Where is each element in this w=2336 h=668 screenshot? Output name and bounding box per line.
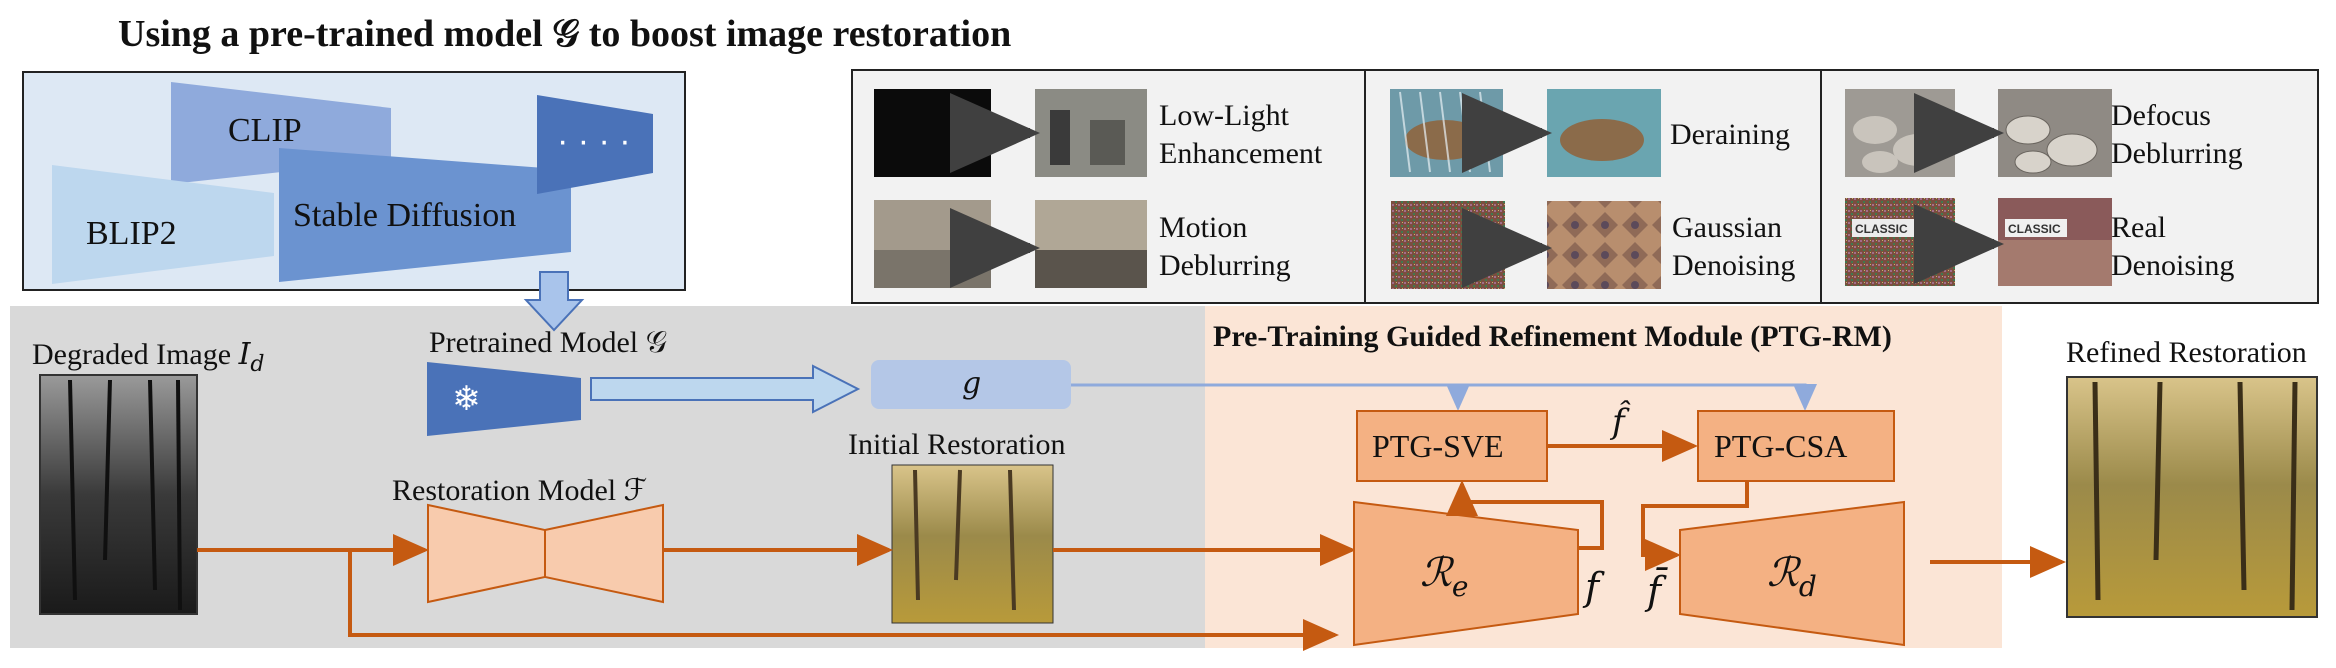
motion-output-crowd	[1035, 250, 1147, 288]
real-input-thumb	[1845, 198, 1955, 286]
motion-label-2: Deblurring	[1159, 249, 1291, 282]
lowlight-label-1: Low-Light	[1159, 99, 1290, 132]
pretrained-to-g-arrow	[590, 364, 861, 414]
refinement-encoder-label: ℛe	[1420, 550, 1469, 603]
stable-diffusion-block	[279, 148, 571, 282]
more-models-block	[537, 95, 653, 194]
blip2-block	[52, 165, 274, 284]
pretrained-model-label: Pretrained Model 𝒢	[429, 326, 667, 359]
ptg-rm-title: Pre-Training Guided Refinement Module (P…	[1213, 320, 1892, 353]
degraded-image-trees	[68, 379, 182, 611]
pretrained-models-panel: CLIP BLIP2 Stable Diffusion · · · ·	[22, 71, 686, 291]
ptg-csa-label: PTG-CSA	[1714, 428, 1847, 464]
initial-restoration-label: Initial Restoration	[848, 428, 1065, 461]
real-output-sign	[2005, 219, 2067, 237]
ptg-csa-block	[1697, 410, 1895, 482]
pretrained-down-arrow	[523, 271, 585, 332]
refinement-encoder-block	[1353, 500, 1579, 647]
real-input-sign-text: CLASSIC	[1855, 222, 1908, 236]
real-output-sign-text: CLASSIC	[2008, 222, 2061, 236]
ptg-sve-block	[1356, 410, 1548, 482]
defocus-label-2: Deblurring	[2111, 137, 2243, 170]
gaussian-label-2: Denoising	[1672, 249, 1795, 282]
clip-label: CLIP	[228, 112, 302, 149]
defocus-label-1: Defocus	[2111, 99, 2211, 132]
refined-image-trees	[2092, 381, 2298, 611]
pretrained-model-block	[427, 362, 581, 436]
defocus-output-rocks	[2005, 115, 2098, 174]
restoration-decoder	[544, 503, 664, 604]
real-label-1: Real	[2111, 211, 2166, 244]
initial-restoration-trees	[913, 469, 1016, 611]
degraded-label: Degraded Image Id	[32, 337, 265, 377]
motion-input-crowd	[874, 250, 991, 288]
real-label-2: Denoising	[2111, 249, 2234, 282]
snowflake-icon: ❄	[452, 379, 481, 419]
g-to-csa-line	[1071, 383, 1817, 411]
stable-diffusion-label: Stable Diffusion	[293, 197, 516, 234]
tasks-panel: Low-Light Enhancement Deraining Defocus …	[851, 69, 2319, 304]
deraining-output-bear	[1560, 119, 1644, 161]
more-models-label: · · · ·	[557, 122, 631, 160]
ptg-sve-label: PTG-SVE	[1372, 428, 1504, 464]
gaussian-label-1: Gaussian	[1672, 211, 1782, 244]
gaussian-input-thumb	[1391, 201, 1505, 289]
real-input-sign	[1852, 219, 1914, 237]
g-feature-box	[871, 360, 1071, 409]
real-output-detail	[1998, 240, 2112, 286]
skip-to-encoder-arrow	[348, 550, 1339, 651]
refined-label: Refined Restoration	[2066, 336, 2307, 369]
lowlight-output-detail	[1090, 120, 1125, 165]
lowlight-label-2: Enhancement	[1159, 137, 1323, 170]
lowlight-input-thumb	[874, 89, 991, 177]
encoder-to-sve-arrow	[1446, 480, 1604, 550]
lowlight-output-detail	[1050, 110, 1070, 165]
refined-image	[2066, 376, 2318, 618]
gaussian-output-thumb	[1547, 201, 1661, 289]
refinement-decoder-block	[1679, 500, 1905, 647]
deraining-label: Deraining	[1670, 118, 1790, 151]
refinement-decoder-label: ℛd	[1767, 550, 1817, 603]
csa-to-decoder-arrow	[1641, 481, 1749, 571]
degraded-image	[39, 374, 198, 615]
restoration-model-label: Restoration Model ℱ	[392, 474, 647, 507]
blip2-label: BLIP2	[86, 215, 177, 252]
motion-label-1: Motion	[1159, 211, 1247, 244]
figure-title: Using a pre-trained model 𝒢 to boost ima…	[118, 13, 1011, 55]
g-feature-label: g	[962, 366, 981, 401]
